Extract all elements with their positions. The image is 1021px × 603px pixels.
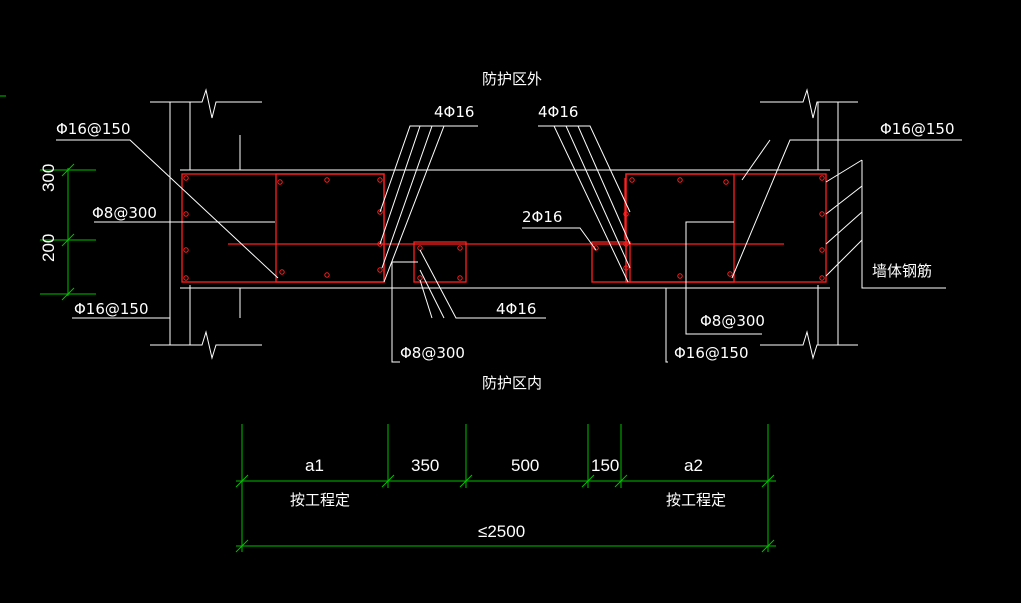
dim-vertical-200: 200 xyxy=(39,234,58,262)
rebar-dot xyxy=(727,271,733,277)
dimension-chain xyxy=(235,424,776,553)
rebar-dot xyxy=(324,177,330,183)
rebar-dot xyxy=(277,179,283,185)
zone-outside-label: 防护区外 xyxy=(482,70,542,88)
label-center-stirrup: Φ8@300 xyxy=(400,344,465,362)
dim-segment-a1: a1 xyxy=(305,456,324,475)
rebar-dot xyxy=(819,275,825,281)
wall-outline xyxy=(150,88,858,360)
dim-total: ≤2500 xyxy=(478,522,525,541)
rebar-dot xyxy=(629,177,635,183)
label-right-top-dist: Φ16@150 xyxy=(880,120,955,138)
label-wall-rebar: 墙体钢筋 xyxy=(872,262,932,280)
dim-segment-350: 350 xyxy=(411,456,439,475)
rebar-dot xyxy=(819,175,825,181)
label-left-stirrup: Φ8@300 xyxy=(92,204,157,222)
leader-lines xyxy=(56,125,962,363)
dim-segment-150: 150 xyxy=(591,456,619,475)
dim-note-left: 按工程定 xyxy=(290,491,350,509)
rebar-dot xyxy=(623,241,629,247)
rebar-dot xyxy=(623,211,629,217)
rebar-dot xyxy=(183,247,189,253)
label-right-stirrup: Φ8@300 xyxy=(700,312,765,330)
rebar-dot xyxy=(623,265,629,271)
vertical-dimensions xyxy=(0,95,96,301)
label-center-bottom-bars: 4Φ16 xyxy=(496,300,536,318)
rebar-dot xyxy=(183,211,189,217)
rebar-dot xyxy=(279,269,285,275)
label-left-bottom-dist: Φ16@150 xyxy=(74,300,149,318)
rebar-dot xyxy=(593,245,599,251)
rebar-dots xyxy=(183,175,825,281)
label-middle-bars: 2Φ16 xyxy=(522,208,562,226)
rebar-dot xyxy=(377,177,383,183)
label-top-right-bars: 4Φ16 xyxy=(538,103,578,121)
rebar-dot xyxy=(377,209,383,215)
zone-inside-label: 防护区内 xyxy=(482,374,542,392)
rebar-dot xyxy=(377,241,383,247)
rebar-dot xyxy=(324,272,330,278)
rebar-dot xyxy=(677,177,683,183)
rebar-dot xyxy=(457,275,463,281)
rebar-dot xyxy=(723,179,729,185)
rebar-dot xyxy=(457,245,463,251)
rebar-dot xyxy=(677,273,683,279)
rebar-dot xyxy=(183,175,189,181)
rebar-dot xyxy=(819,247,825,253)
label-top-left-bars: 4Φ16 xyxy=(434,103,474,121)
dim-note-right: 按工程定 xyxy=(666,491,726,509)
rebar-dot xyxy=(183,275,189,281)
dim-vertical-300: 300 xyxy=(39,164,58,192)
rebar-dot xyxy=(417,275,423,281)
dim-segment-a2: a2 xyxy=(684,456,703,475)
rebar-dot xyxy=(417,245,423,251)
dim-segment-500: 500 xyxy=(511,456,539,475)
label-right-bottom-dist: Φ16@150 xyxy=(674,344,749,362)
label-left-top-dist: Φ16@150 xyxy=(56,120,131,138)
rebar-cages xyxy=(181,173,827,283)
rebar-dot xyxy=(819,211,825,217)
rebar-dot xyxy=(377,267,383,273)
